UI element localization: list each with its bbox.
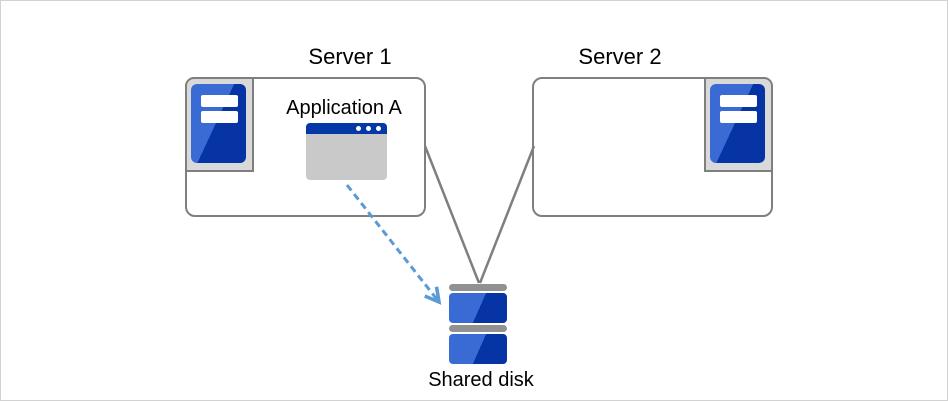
application-window-icon — [306, 123, 387, 180]
disk-stack-icon — [449, 325, 507, 332]
server1-to-disk-connector — [423, 145, 481, 284]
tower-slot-bar — [720, 111, 757, 123]
window-dot-icon — [376, 126, 381, 131]
disk-platter-icon — [449, 334, 507, 364]
server-tower-icon — [191, 84, 246, 163]
window-dot-icon — [356, 126, 361, 131]
disk-platter-icon — [449, 293, 507, 323]
window-buttons-icon — [356, 126, 381, 131]
server2-label: Server 2 — [578, 44, 662, 69]
disk-stack-icon — [449, 284, 507, 291]
server1-label: Server 1 — [308, 44, 392, 69]
window-dot-icon — [366, 126, 371, 131]
application-a-label: Application A — [286, 97, 402, 119]
shared-disk-label: Shared disk — [428, 369, 534, 391]
tower-slot-bar — [201, 111, 238, 123]
window-body — [306, 134, 387, 180]
tower-slot-bar — [720, 95, 757, 107]
tower-slot-bar — [201, 95, 238, 107]
server-tower-icon — [710, 84, 765, 163]
server2-to-disk-connector — [478, 145, 536, 284]
window-titlebar — [306, 123, 387, 134]
